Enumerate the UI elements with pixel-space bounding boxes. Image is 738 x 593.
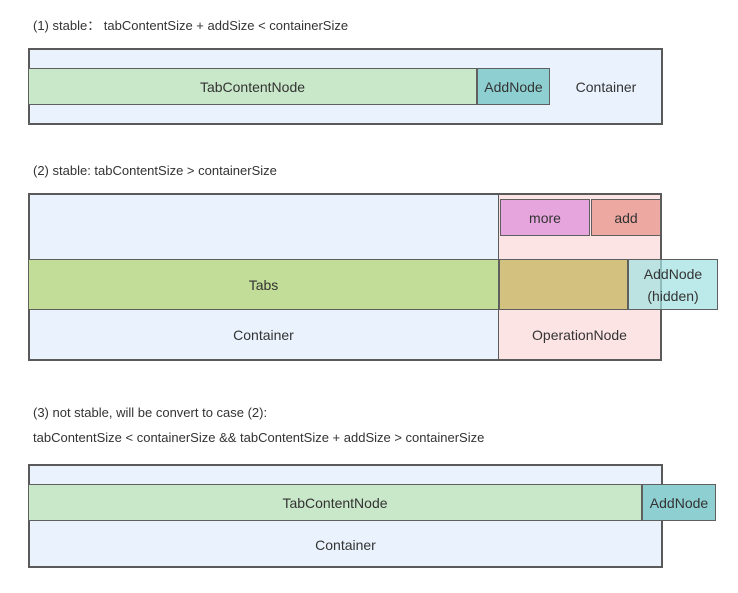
case2-more-label: more [529, 209, 561, 226]
case2-container-label: Container [233, 327, 294, 343]
case2-caption: (2) stable: tabContentSize > containerSi… [33, 163, 277, 178]
case3-add-node: AddNode [642, 484, 716, 521]
case3-tab-content-node: TabContentNode [28, 484, 642, 521]
case2-add-node-label: AddNode [643, 265, 703, 282]
case1-caption: (1) stable： tabContentSize + addSize < c… [33, 18, 349, 33]
case2-tabs-label: Tabs [248, 276, 279, 293]
case3-caption-line1: (3) not stable, will be convert to case … [33, 405, 268, 420]
case2-operation-label: OperationNode [532, 327, 627, 343]
case1-add-node: AddNode [477, 68, 550, 105]
case2-more-button: more [500, 199, 590, 236]
case1-tab-content-label: TabContentNode [199, 78, 306, 95]
case1-add-node-label: AddNode [484, 78, 543, 95]
case3-add-node-label: AddNode [649, 494, 709, 511]
case1-container-label: Container [575, 78, 637, 95]
case2-add-label: add [614, 209, 638, 226]
case2-add-node-hidden: AddNode (hidden) [628, 259, 718, 310]
case2-add-node-hidden-label: (hidden) [647, 287, 699, 304]
case3-container-label: Container [315, 537, 376, 553]
case3-caption-line2: tabContentSize < containerSize && tabCon… [33, 430, 485, 445]
case1-tab-content-node: TabContentNode [28, 68, 477, 105]
case3-tab-content-label: TabContentNode [282, 494, 388, 511]
case2-tabs: Tabs [28, 259, 499, 310]
case2-add-button: add [591, 199, 661, 236]
case2-tabs-overflow [499, 259, 628, 310]
